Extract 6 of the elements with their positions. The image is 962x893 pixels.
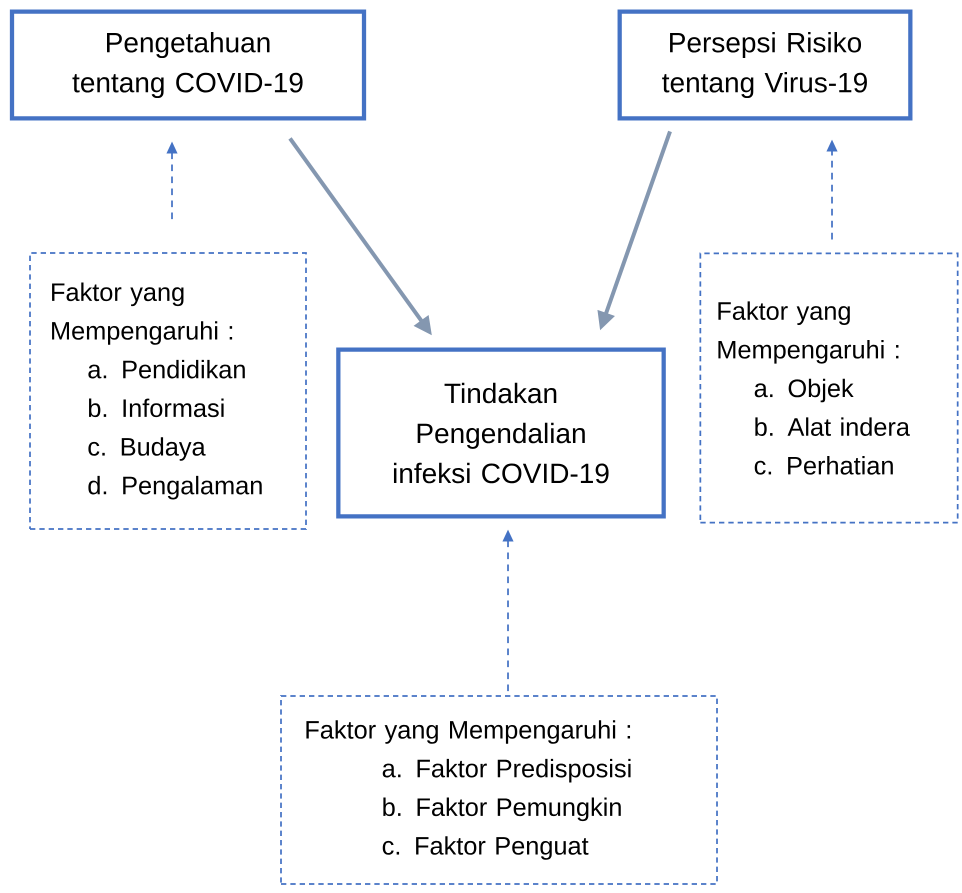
factor-list-box: Faktor yang Mempengaruhi : a. Faktor Predisposisi b. Faktor Pemungkin c. Faktor Penguat <box>280 695 718 885</box>
title-box: Persepsi Risiko tentang Virus-19 <box>618 10 912 120</box>
factor-list-box: Faktor yang Mempengaruhi : a. Pendidikan b. Informasi c. Budaya d. Pengalaman <box>29 252 307 530</box>
title-box: Pengetahuan tentang COVID-19 <box>10 10 366 120</box>
factor-list-box: Faktor yang Mempengaruhi : a. Objek b. Alat indera c. Perhatian <box>699 252 959 524</box>
outcome-box: Tindakan Pengendalian infeksi COVID-19 <box>336 348 666 518</box>
